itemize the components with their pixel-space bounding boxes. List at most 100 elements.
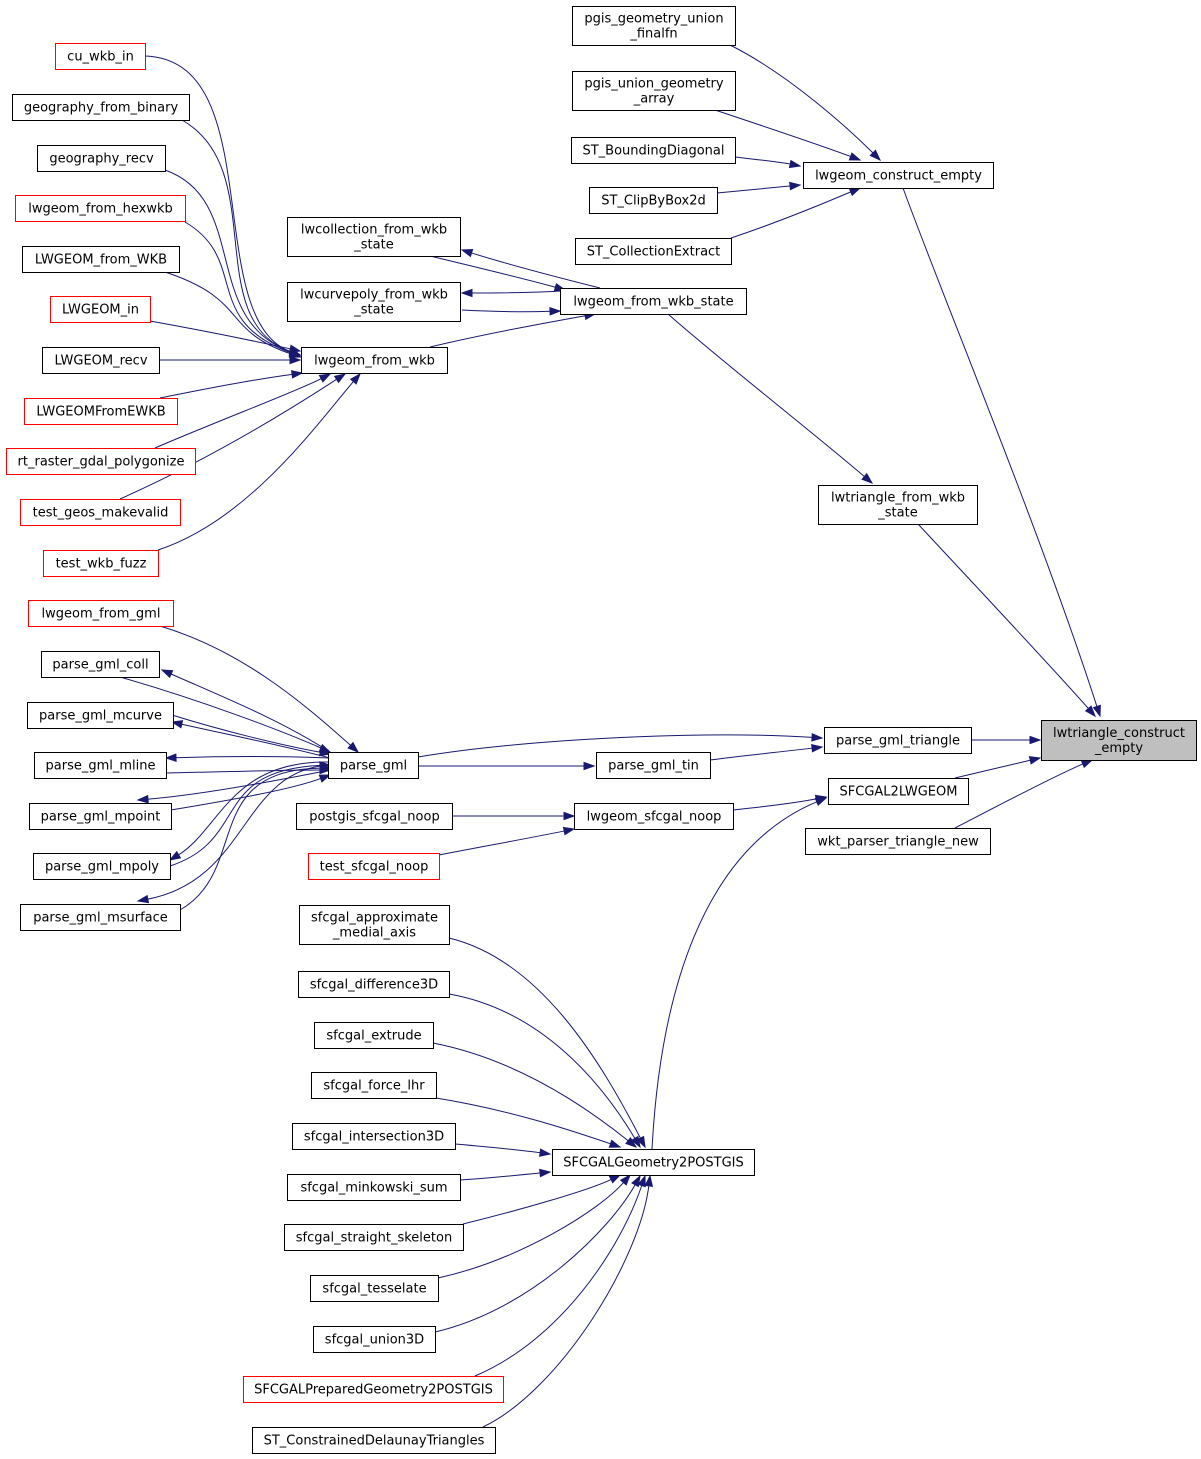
node-cu-wkb-in[interactable]: cu_wkb_in [55,43,146,70]
node-box [37,145,166,172]
node-parse-gml-coll[interactable]: parse_gml_coll [41,651,160,678]
arrowhead-icon [625,1137,638,1148]
edge-line [667,313,866,478]
arrowhead-icon [563,811,576,821]
node-geography-recv[interactable]: geography_recv [37,145,166,172]
node-sfcgal-union3d[interactable]: sfcgal_union3D [313,1326,436,1353]
edge-line [169,764,322,867]
edge-line [164,169,292,353]
node-box [803,162,994,189]
node-label: parse_gml_msurface [33,911,168,926]
node-test-wkb-fuzz[interactable]: test_wkb_fuzz [43,550,159,577]
node-label: postgis_sfcgal_noop [309,810,439,825]
node-label: lwcollection_from_wkb [301,223,447,238]
node-lwgeom-in[interactable]: LWGEOM_in [50,296,151,323]
node-lwgeom-sfcgal-noop[interactable]: lwgeom_sfcgal_noop [574,803,734,830]
node-box [287,282,461,322]
arrowhead-icon [788,159,802,169]
edge-line [165,769,322,774]
edge-line [954,763,1084,829]
edge-line [709,747,814,761]
node-parse-gml-mpoint[interactable]: parse_gml_mpoint [29,803,172,830]
edge-sfcgal_intersection3d-to-sfcgalgeometry2postgis [454,1143,552,1157]
edge-line [651,800,818,1150]
node-box [301,347,448,374]
node-test-sfcgal-noop[interactable]: test_sfcgal_noop [308,853,440,880]
arrowhead-icon [869,149,882,162]
node-lwgeom-from-hexwkb[interactable]: lwgeom_from_hexwkb [15,195,186,222]
arrowhead-icon [608,1174,622,1184]
node-test-geos-makevalid[interactable]: test_geos_makevalid [20,499,181,526]
node-box [34,752,167,779]
node-label: sfcgal_tesselate [322,1282,426,1297]
node-sfcgal-force-lhr[interactable]: sfcgal_force_lhr [311,1072,437,1099]
node-target[interactable]: lwtriangle_construct_empty [1041,720,1197,761]
node-sfcgal-intersection3d[interactable]: sfcgal_intersection3D [292,1123,456,1150]
edge-sfcgalpreparedgeometry2postgis-to-sfcgalgeometry2postgis [474,1174,646,1377]
edge-lwcollection_from_wkb_state-to-lwgeom_from_wkb_state [460,249,601,289]
node-sfcgalpreparedgeometry2postgis[interactable]: SFCGALPreparedGeometry2POSTGIS [243,1376,504,1403]
node-st-clipbybox2d[interactable]: ST_ClipByBox2d [589,187,718,214]
node-parse-gml-mline[interactable]: parse_gml_mline [34,752,167,779]
arrowhead-icon [637,1174,646,1188]
node-box [29,803,172,830]
node-sfcgalgeometry2postgis[interactable]: SFCGALGeometry2POSTGIS [552,1149,755,1176]
node-parse-gml-mpoly[interactable]: parse_gml_mpoly [33,853,171,880]
node-parse-gml[interactable]: parse_gml [328,752,419,779]
node-parse-gml-mcurve[interactable]: parse_gml_mcurve [27,702,174,729]
node-sfcgal-minkowski-sum[interactable]: sfcgal_minkowski_sum [287,1174,461,1201]
edge-line [146,769,331,800]
edge-line [170,777,322,811]
node-lwgeomfromewkb[interactable]: LWGEOMFromEWKB [24,398,178,425]
node-label: lwtriangle_from_wkb [831,491,965,506]
node-wkt-parser-triangle-new[interactable]: wkt_parser_triangle_new [805,828,991,855]
node-geography-from-binary[interactable]: geography_from_binary [12,94,190,121]
node-parse-gml-triangle[interactable]: parse_gml_triangle [824,727,972,754]
arrowhead-icon [1028,756,1042,765]
edge-line [437,1181,625,1279]
arrowhead-icon [170,720,184,729]
edge-st_clipbybox2d-to-lwgeom_construct_empty [716,181,802,194]
node-parse-gml-tin[interactable]: parse_gml_tin [596,752,711,779]
node-sfcgal-straight-skeleton[interactable]: sfcgal_straight_skeleton [284,1224,464,1251]
edge-line [459,1172,542,1181]
node-sfcgal-difference3d[interactable]: sfcgal_difference3D [298,971,450,998]
node-box [313,1326,436,1353]
node-st-boundingdiagonal[interactable]: ST_BoundingDiagonal [571,137,736,164]
edge-line [180,723,331,759]
node-sfcgal-approximate-medial-axis[interactable]: sfcgal_approximate_medial_axis [299,905,450,945]
node-lwgeom-from-wkb-state[interactable]: lwgeom_from_wkb_state [560,288,747,315]
node-lwgeom-construct-empty[interactable]: lwgeom_construct_empty [803,162,994,189]
node-label: ST_CollectionExtract [587,245,721,260]
edge-pgis_union_geometry_array-to-lwgeom_construct_empty [714,109,862,161]
edge-layer [119,44,1101,1428]
edge-line [184,221,292,354]
arrowhead-icon [160,669,174,679]
node-pgis-union-geometry-array[interactable]: pgis_union_geometry_array [572,71,736,111]
node-lwgeom-recv[interactable]: LWGEOM_recv [42,347,160,374]
node-lwcurvepoly-from-wkb-state[interactable]: lwcurvepoly_from_wkb_state [287,282,461,322]
edge-test_wkb_fuzz-to-lwgeom_from_wkb [157,372,361,551]
node-lwcollection-from-wkb-state[interactable]: lwcollection_from_wkb_state [287,217,461,257]
node-lwgeom-from-gml[interactable]: lwgeom_from_gml [28,600,174,627]
node-st-constraineddelaunaytriangles[interactable]: ST_ConstrainedDelaunayTriangles [252,1427,496,1454]
node-rt-raster-gdal-polygonize[interactable]: rt_raster_gdal_polygonize [6,448,196,475]
node-label: LWGEOMFromEWKB [36,405,165,420]
edge-line [470,252,601,289]
edge-line [954,759,1032,779]
edge-parse_gml-to-parse_gml_mcurve [170,720,331,759]
node-lwgeom-from-wkb[interactable]: lwgeom_from_wkb [301,347,448,374]
node-parse-gml-msurface[interactable]: parse_gml_msurface [20,904,181,931]
node-sfcgal-tesselate[interactable]: sfcgal_tesselate [310,1275,439,1302]
edge-lwcurvepoly_from_wkb_state-to-lwgeom_from_wkb_state [461,307,562,316]
arrowhead-icon [349,372,361,385]
node-sfcgal2lwgeom[interactable]: SFCGAL2LWGEOM [828,778,969,805]
node-lwgeom-from-wkb-caller[interactable]: LWGEOM_from_WKB [22,246,180,273]
node-pgis-geometry-union-finalfn[interactable]: pgis_geometry_union_finalfn [572,6,736,46]
node-postgis-sfcgal-noop[interactable]: postgis_sfcgal_noop [296,803,453,830]
node-lwtriangle-from-wkb-state[interactable]: lwtriangle_from_wkb_state [818,485,978,525]
node-sfcgal-extrude[interactable]: sfcgal_extrude [314,1022,434,1049]
node-st-collectionextract[interactable]: ST_CollectionExtract [575,238,732,265]
node-label: parse_gml_triangle [836,734,960,749]
edge-test_geos_makevalid-to-lwgeom_from_wkb [119,373,347,500]
